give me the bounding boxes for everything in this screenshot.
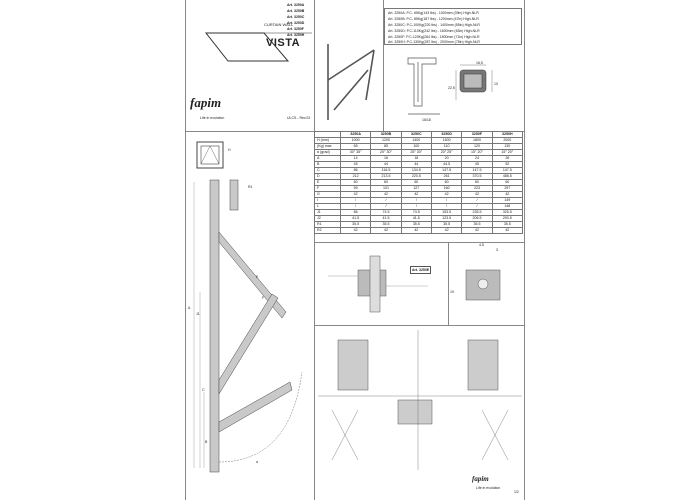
divider: [314, 325, 525, 326]
dim-detail-a: 4.5: [479, 243, 484, 247]
product-title: VISTA: [266, 37, 301, 49]
brand-logo: fapim: [190, 95, 222, 110]
footer-brand-logo: fapim: [472, 475, 489, 483]
label-B: B: [205, 440, 208, 444]
model-spec-line: Art. 3250C: P.C-100Kg(220 lbs) - 1400mm …: [388, 23, 480, 27]
row-label: R2: [314, 227, 341, 234]
table-cell: 42: [339, 227, 372, 234]
table-row: α (grad)30° 35°20° 30°25° 30°20° 25°15° …: [314, 149, 524, 156]
page-number: 1/2: [514, 490, 519, 494]
table-cell: 42: [370, 227, 402, 234]
cross-section-drawings: [318, 330, 522, 470]
mounting-detail-right: [465, 269, 501, 301]
label-E: E: [256, 275, 259, 279]
model-spec-line: Art. 3250H: P.C-130Kg(287 lbs) - 2000mm …: [388, 40, 480, 44]
title-banner-shape: [204, 32, 312, 62]
dim-width: 16,5: [476, 61, 483, 65]
dim-side: 10: [494, 82, 498, 86]
model-spec-line: Art. 3250F: P.C-120Kg(264 lbs) - 1800mm …: [388, 35, 480, 39]
dim-detail-side: 19: [450, 290, 454, 294]
profile-section-drawing: [407, 57, 493, 115]
label-H: H: [228, 148, 231, 152]
label-R1: R1: [248, 185, 253, 189]
label-A: A: [188, 306, 191, 310]
model-spec-line: Art. 3250D: P.C-110Kg(242 lbs) - 1600mm …: [388, 29, 480, 33]
table-cell: 42: [491, 227, 524, 234]
label-F: F: [262, 296, 265, 300]
category-label: CURTAIN WALL: [264, 22, 294, 27]
article-code: Art. 3250C: [287, 15, 305, 19]
label-C: C: [202, 388, 205, 392]
table-cell: 42: [400, 227, 432, 234]
model-specs-box: Art. 3250A: P.C- 65Kg(143 lbs) - 1000mm …: [384, 8, 522, 45]
dim-bottom: 16/18: [422, 118, 431, 122]
article-code: Art. 3250H: [287, 33, 305, 37]
mounting-detail-left: [328, 255, 428, 313]
divider: [314, 131, 315, 500]
divider: [383, 0, 384, 131]
doc-code: ULCS - Rev.02: [287, 116, 311, 120]
article-code: Art. 3250A: [287, 3, 305, 7]
main-stay-drawing: [193, 179, 303, 473]
model-spec-line: Art. 3250B: P.C- 85Kg(187 lbs) - 1200mm …: [388, 17, 479, 21]
dim-height: 22,5: [448, 86, 455, 90]
article-code: Art. 3250B: [287, 9, 305, 13]
window-icon: [196, 141, 224, 169]
dim-detail-b: 3: [496, 248, 498, 252]
stay-illustration-small: [327, 44, 375, 120]
dimensions-table: 3250A 3250B 3250C 3250D 3250F 3250H H (m…: [314, 131, 524, 234]
divider: [314, 242, 525, 243]
article-tag: Art. 3250E: [410, 266, 432, 274]
table-cell: 42: [461, 227, 493, 234]
model-spec-line: Art. 3250A: P.C- 65Kg(143 lbs) - 1000mm …: [388, 11, 479, 15]
brand-tagline: Life in evolution: [200, 116, 225, 120]
divider: [448, 242, 449, 325]
divider: [314, 0, 315, 131]
table-cell: 42: [430, 227, 463, 234]
label-J1: J1: [196, 312, 200, 316]
footer-tagline: Life in evolution: [476, 486, 501, 490]
label-alpha: α: [256, 460, 259, 464]
article-code: Art. 3250D: [287, 21, 305, 25]
article-code: Art. 3250F: [287, 27, 304, 31]
